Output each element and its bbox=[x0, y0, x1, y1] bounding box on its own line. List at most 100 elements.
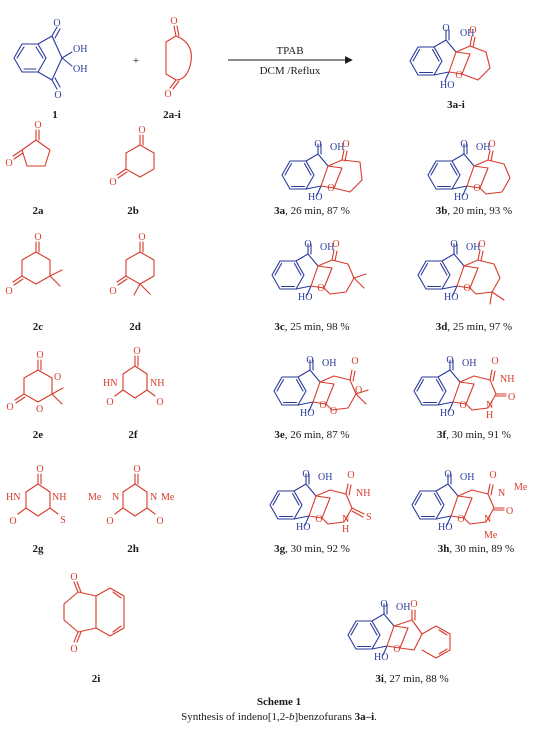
atom-hn: HN bbox=[6, 492, 20, 503]
atom-o: O bbox=[347, 470, 354, 481]
atom-o: O bbox=[327, 183, 334, 194]
atom-o: O bbox=[488, 139, 495, 150]
atom-o: O bbox=[164, 89, 171, 100]
atom-s: S bbox=[60, 515, 66, 526]
product-3d-structure bbox=[417, 243, 505, 305]
product-label-3d: 3d, 25 min, 97 % bbox=[436, 321, 512, 333]
product-3a-i-structure bbox=[409, 29, 491, 82]
atom-o: O bbox=[34, 232, 41, 243]
atom-oh: OH bbox=[330, 142, 344, 153]
atom-oh: OH bbox=[318, 472, 332, 483]
compound-label-1: 1 bbox=[52, 109, 58, 121]
atom-o: O bbox=[306, 355, 313, 366]
atom-o: O bbox=[478, 239, 485, 250]
reactant-2a-structure bbox=[12, 129, 51, 167]
atom-o: O bbox=[393, 644, 400, 655]
atom-o: O bbox=[332, 239, 339, 250]
product-label-3g: 3g, 30 min, 92 % bbox=[274, 543, 350, 555]
atom-o: O bbox=[460, 139, 467, 150]
atom-oh: OH bbox=[320, 242, 334, 253]
atom-oh: OH bbox=[462, 358, 476, 369]
reactant-2b-structure bbox=[116, 134, 155, 179]
reactant-2h-structure bbox=[114, 473, 156, 517]
atom-o: O bbox=[459, 400, 466, 411]
product-label-3c: 3c, 25 min, 98 % bbox=[274, 321, 349, 333]
reactant-2i-structure bbox=[63, 581, 125, 643]
atom-o: O bbox=[446, 355, 453, 366]
atom-n: N bbox=[498, 488, 505, 499]
reactant-2c-structure bbox=[12, 241, 63, 287]
atom-hn: HN bbox=[103, 378, 117, 389]
atom-o: O bbox=[138, 232, 145, 243]
product-label-3i: 3i, 27 min, 88 % bbox=[375, 673, 448, 685]
atom-oh: OH bbox=[460, 28, 474, 39]
atom-o: O bbox=[508, 392, 515, 403]
atom-ho: HO bbox=[440, 408, 454, 419]
compound-label-2a-i: 2a-i bbox=[163, 109, 181, 121]
atom-ho: HO bbox=[298, 292, 312, 303]
atom-o: O bbox=[109, 177, 116, 188]
atom-n: N bbox=[484, 514, 491, 525]
atom-n: N bbox=[112, 492, 119, 503]
product-3b-structure bbox=[427, 143, 511, 196]
product-label-3e: 3e, 26 min, 87 % bbox=[274, 429, 349, 441]
product-3f-structure bbox=[413, 359, 507, 412]
atom-o: O bbox=[450, 239, 457, 250]
dione-2a-i-structure bbox=[165, 25, 192, 90]
atom-o: O bbox=[342, 139, 349, 150]
atom-o: O bbox=[6, 402, 13, 413]
atom-o: O bbox=[317, 283, 324, 294]
atom-o: O bbox=[5, 286, 12, 297]
reactant-2e-structure bbox=[14, 359, 64, 405]
product-3h-structure bbox=[411, 473, 505, 526]
reactant-label-2g: 2g bbox=[33, 543, 45, 555]
atom-o: O bbox=[9, 516, 16, 527]
atom-o: O bbox=[463, 283, 470, 294]
reactant-label-2i: 2i bbox=[92, 673, 101, 685]
atom-o: O bbox=[36, 404, 43, 415]
atom-o: O bbox=[457, 514, 464, 525]
atom-o: O bbox=[138, 125, 145, 136]
atom-ho: HO bbox=[438, 522, 452, 533]
atom-n: N bbox=[342, 514, 349, 525]
atom-o: O bbox=[5, 158, 12, 169]
atom-o: O bbox=[106, 516, 113, 527]
atom-o: O bbox=[455, 70, 462, 81]
atom-o: O bbox=[444, 469, 451, 480]
product-label-3f: 3f, 30 min, 91 % bbox=[437, 429, 511, 441]
atom-o: O bbox=[473, 183, 480, 194]
atom-n: N bbox=[486, 400, 493, 411]
atom-oh: OH bbox=[466, 242, 480, 253]
atom-o: O bbox=[330, 406, 337, 417]
atom-o: O bbox=[489, 470, 496, 481]
atom-ho: HO bbox=[374, 652, 388, 663]
reagent-label: TPAB bbox=[276, 45, 303, 57]
atom-o: O bbox=[506, 506, 513, 517]
atom-o: O bbox=[36, 464, 43, 475]
atom-o: O bbox=[380, 599, 387, 610]
product-3a-structure bbox=[281, 143, 363, 196]
atom-o: O bbox=[133, 464, 140, 475]
atom-nh: NH bbox=[356, 488, 370, 499]
atom-ho: HO bbox=[308, 192, 322, 203]
atom-ho: HO bbox=[440, 80, 454, 91]
atom-o: O bbox=[410, 599, 417, 610]
atom-o: O bbox=[469, 25, 476, 36]
atom-o: O bbox=[54, 372, 61, 383]
atom-ho: HO bbox=[296, 522, 310, 533]
reactant-label-2b: 2b bbox=[127, 205, 139, 217]
scheme-title: Scheme 1 bbox=[257, 696, 301, 708]
reactant-label-2e: 2e bbox=[33, 429, 44, 441]
product-label-3h: 3h, 30 min, 89 % bbox=[438, 543, 514, 555]
atom-o: O bbox=[170, 16, 177, 27]
atom-s: S bbox=[366, 512, 372, 523]
atom-o: O bbox=[315, 514, 322, 525]
atom-me: Me bbox=[514, 482, 528, 493]
atom-oh: OH bbox=[396, 602, 410, 613]
atom-ho: HO bbox=[300, 408, 314, 419]
product-label-3a: 3a, 26 min, 87 % bbox=[274, 205, 350, 217]
atom-o: O bbox=[53, 18, 60, 29]
atom-o: O bbox=[36, 350, 43, 361]
atom-h: H bbox=[342, 524, 349, 535]
